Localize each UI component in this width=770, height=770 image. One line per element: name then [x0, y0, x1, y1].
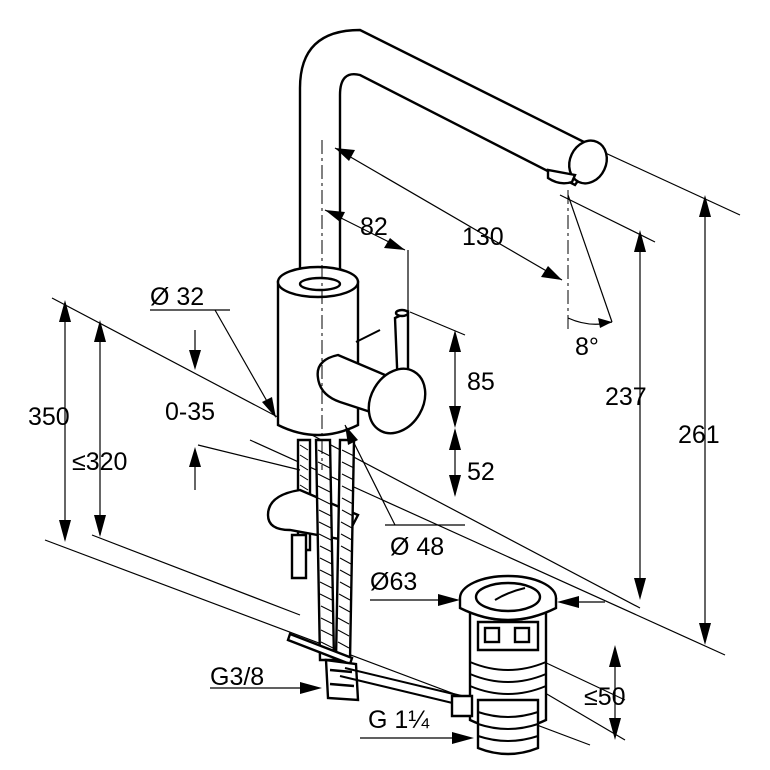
- label-body-diameter: Ø 32: [150, 283, 204, 311]
- label-thread-g38: G3/8: [210, 663, 264, 691]
- label-height-50: ≤50: [584, 683, 626, 711]
- label-height-350: 350: [28, 403, 70, 431]
- label-adjustment-range: 0-35: [165, 398, 215, 426]
- dimension-lines: [59, 147, 711, 744]
- lever-handle: [316, 308, 427, 435]
- label-height-261: 261: [678, 421, 720, 449]
- faucet-body: [276, 265, 360, 437]
- label-height-237: 237: [605, 383, 647, 411]
- label-distance-82: 82: [360, 213, 388, 241]
- label-diameter-63: Ø63: [370, 568, 417, 596]
- faucet-spout: [298, 28, 608, 274]
- waste-valve: [450, 574, 558, 756]
- dimension-labels: Ø 32 0-35 350 ≤320 82 130 8° 85 52 237 2…: [28, 213, 720, 734]
- label-distance-130: 130: [462, 223, 504, 251]
- label-angle-8: 8°: [575, 333, 599, 361]
- label-height-85: 85: [467, 368, 495, 396]
- label-diameter-48: Ø 48: [390, 533, 444, 561]
- label-height-52: 52: [467, 458, 495, 486]
- label-height-320: ≤320: [72, 448, 127, 476]
- label-thread-g114: G 1¼: [368, 706, 430, 734]
- mounting-assembly: [266, 438, 471, 707]
